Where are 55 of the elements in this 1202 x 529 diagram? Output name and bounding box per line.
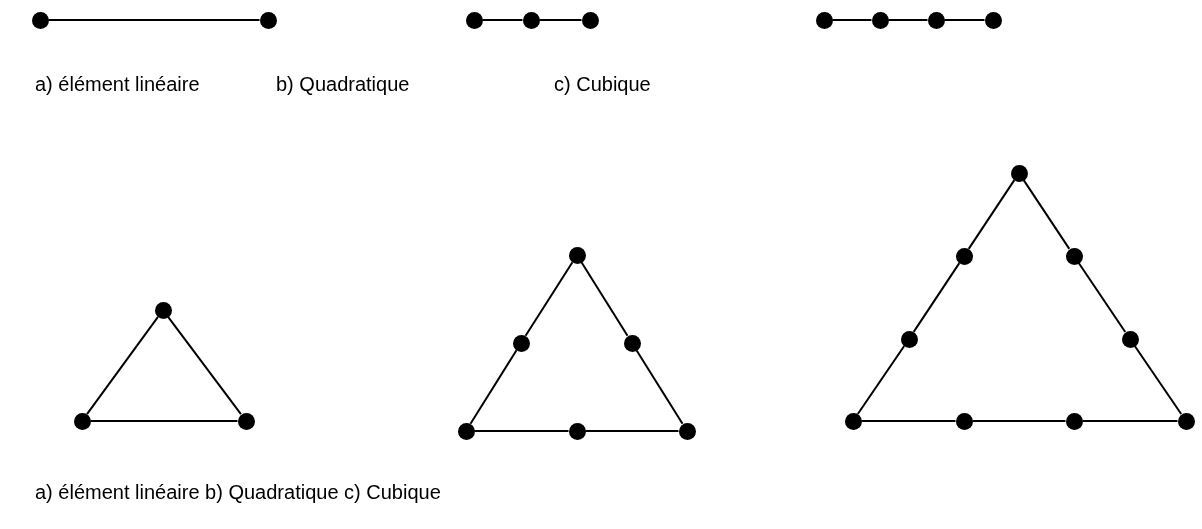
node-dot — [927, 11, 945, 29]
node-dot — [154, 301, 172, 319]
node-dot — [623, 334, 641, 352]
element-edge — [538, 19, 583, 21]
element-edge — [47, 19, 261, 21]
element-edge — [473, 430, 570, 432]
node-dot — [1065, 412, 1083, 430]
element-edge — [860, 420, 957, 422]
node-dot — [73, 412, 91, 430]
element-edge — [1077, 262, 1127, 333]
node-dot — [1121, 330, 1139, 348]
element-edge — [912, 262, 961, 333]
node-dot — [871, 11, 889, 29]
node-dot — [678, 422, 696, 440]
caption-text: a) élément linéaire b) Quadratique c) Cubique — [35, 481, 441, 504]
element-edge — [167, 315, 242, 416]
node-dot — [1010, 164, 1028, 182]
element-edge — [1022, 179, 1071, 250]
node-dot — [259, 11, 277, 29]
node-dot — [237, 412, 255, 430]
node-dot — [984, 11, 1002, 29]
node-dot — [815, 11, 833, 29]
element-edge — [584, 430, 680, 432]
node-dot — [900, 330, 918, 348]
caption-text: c) Cubique — [554, 73, 651, 96]
element-edge — [967, 179, 1016, 250]
element-edge — [580, 261, 629, 337]
node-dot — [31, 11, 49, 29]
element-edge — [887, 19, 929, 21]
element-edge — [856, 345, 906, 415]
node-dot — [844, 412, 862, 430]
element-edge — [86, 315, 159, 416]
caption-text: a) élément linéaire — [35, 73, 200, 96]
node-dot — [522, 11, 540, 29]
node-dot — [955, 247, 973, 265]
node-dot — [955, 412, 973, 430]
node-dot — [465, 11, 483, 29]
element-edge — [1133, 345, 1183, 415]
element-edge — [831, 19, 873, 21]
element-edge — [524, 261, 574, 337]
node-dot — [1065, 247, 1083, 265]
caption-text: b) Quadratique — [276, 73, 410, 96]
element-edge — [469, 349, 518, 425]
element-edge — [481, 19, 524, 21]
node-dot — [1177, 412, 1195, 430]
node-dot — [512, 334, 530, 352]
node-dot — [568, 422, 586, 440]
element-edge — [943, 19, 986, 21]
node-dot — [568, 246, 586, 264]
element-edge — [89, 420, 239, 422]
node-dot — [457, 422, 475, 440]
element-edge — [635, 349, 684, 425]
element-edge — [971, 420, 1067, 422]
node-dot — [581, 11, 599, 29]
element-edge — [1081, 420, 1179, 422]
